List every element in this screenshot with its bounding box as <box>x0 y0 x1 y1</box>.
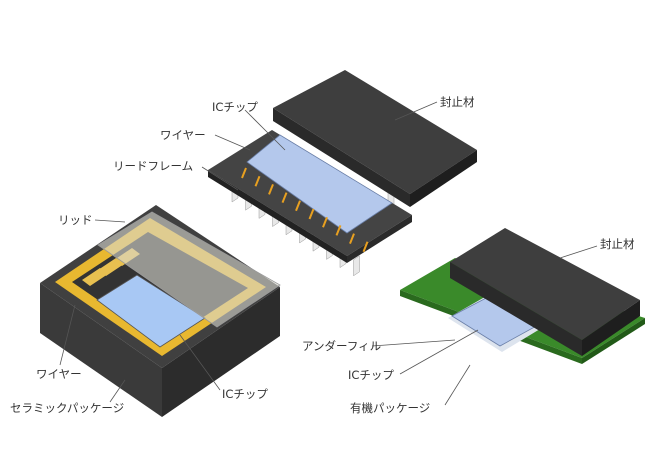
bond-wire <box>295 200 301 212</box>
bond-wire <box>308 208 315 220</box>
encapsulant <box>450 228 640 340</box>
label-lead-frame-chip: ICチップ <box>212 100 258 114</box>
label-ceramic-package: セラミックパッケージ <box>10 401 125 415</box>
bond-wire <box>281 192 288 203</box>
bond-wire <box>268 184 274 195</box>
label-ceramic-wire: ワイヤー <box>36 367 82 381</box>
label-organic-chip: ICチップ <box>348 368 394 382</box>
bond-wires <box>241 167 369 253</box>
bond-wire <box>362 241 369 253</box>
lid <box>97 211 281 328</box>
bond-wire <box>254 175 261 187</box>
ceramic-package <box>40 205 281 417</box>
organic-package <box>400 228 645 364</box>
label-lead-frame: リードフレーム <box>113 159 194 173</box>
label-lead-frame-encapsulant: 封止材 <box>440 95 475 109</box>
leader-lines <box>59 101 598 406</box>
bond-wire <box>322 216 328 228</box>
label-ceramic-chip: ICチップ <box>222 387 268 401</box>
bond-wire <box>241 167 247 179</box>
encapsulant <box>273 70 477 194</box>
lead-frame-package <box>208 70 477 277</box>
label-lead-frame-wire: ワイヤー <box>160 128 206 142</box>
label-underfill: アンダーフィル <box>302 339 382 353</box>
label-lid: リッド <box>58 213 93 227</box>
label-organic-package: 有機パッケージ <box>350 401 431 415</box>
label-organic-encapsulant: 封止材 <box>600 237 635 251</box>
bond-wire <box>349 233 355 244</box>
lead-pin <box>353 255 360 277</box>
bond-wire <box>335 225 342 236</box>
